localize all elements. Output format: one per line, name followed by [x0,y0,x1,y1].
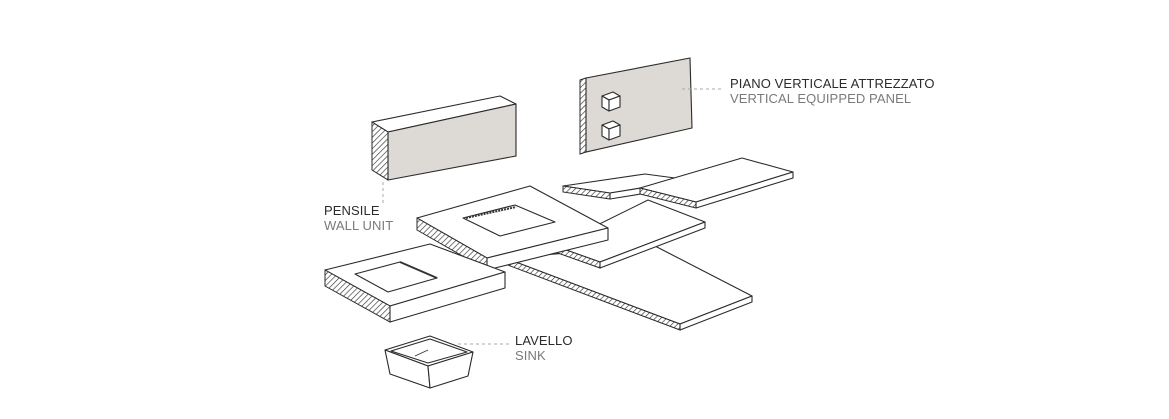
wall-unit [371,95,517,181]
panel-box-icon [601,120,621,141]
wall-unit-label: PENSILE WALL UNIT [324,203,393,233]
panel-box-icon [601,91,621,112]
sink-worktop [416,185,609,271]
wall-unit-label-it: PENSILE [324,203,380,218]
worktop-segment [504,245,753,331]
worktop-segment [554,199,706,269]
sink-worktop [324,243,506,323]
sink-basin [384,335,474,389]
sink-label: LAVELLO SINK [515,333,573,363]
vertical-equipped-panel [579,57,693,155]
panel-label: PIANO VERTICALE ATTREZZATO VERTICAL EQUI… [730,76,935,106]
worktop-segment [639,157,794,209]
panel-label-it: PIANO VERTICALE ATTREZZATO [730,76,935,91]
sink-label-it: LAVELLO [515,333,573,348]
panel-label-en: VERTICAL EQUIPPED PANEL [730,91,912,106]
wall-unit-label-en: WALL UNIT [324,218,394,233]
sink-label-en: SINK [515,348,546,363]
